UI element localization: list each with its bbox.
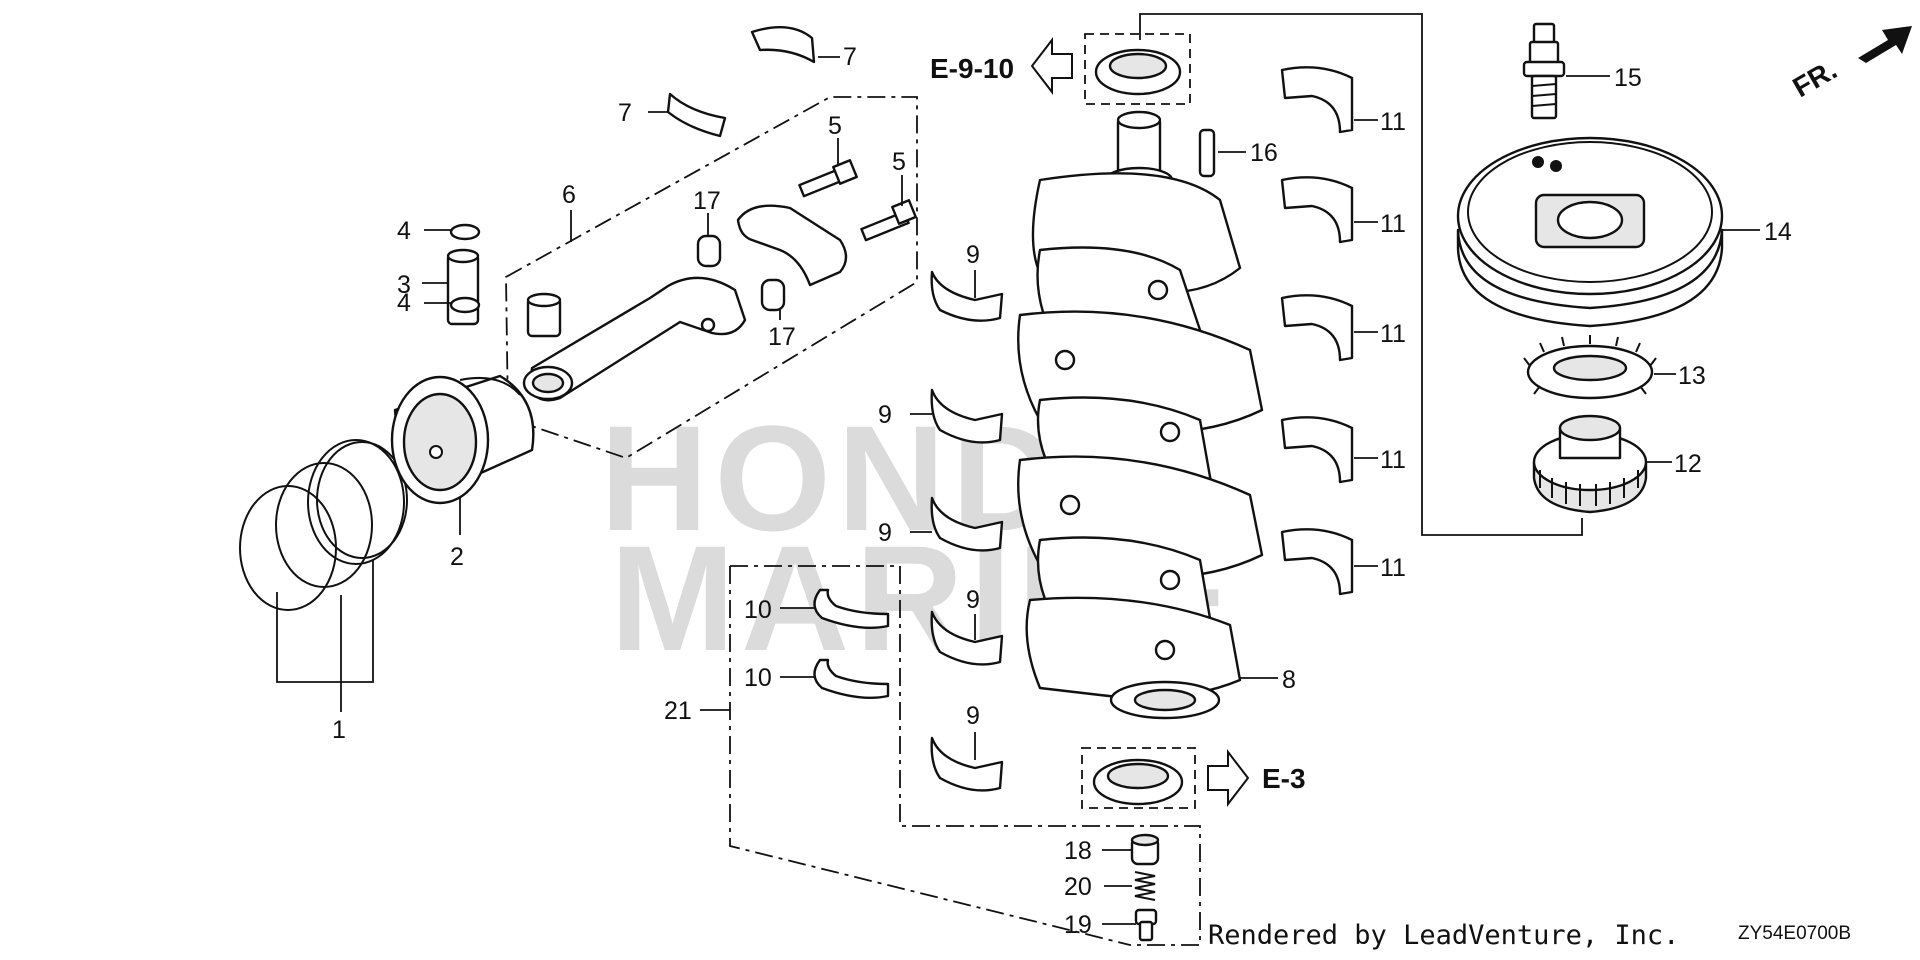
callout-13: 13: [1678, 362, 1706, 390]
callout-4b: 4: [397, 289, 411, 317]
callout-15: 15: [1614, 64, 1642, 92]
callout-18: 18: [1064, 837, 1092, 865]
bearing-set-group-box-left: [729, 566, 1131, 946]
dowel-pin-a: [696, 234, 722, 268]
piston-rings: [239, 439, 408, 611]
callout-12: 12: [1674, 450, 1702, 478]
reference-arrow-upper-icon: [1030, 37, 1073, 95]
ring-set-leader: [276, 560, 374, 683]
reference-lower: E-3: [1262, 763, 1306, 794]
callout-1: 1: [332, 716, 346, 744]
front-indicator-label: FR.: [1788, 54, 1843, 103]
footer-credit: Rendered by LeadVenture, Inc.: [1208, 920, 1680, 951]
callout-19: 19: [1064, 911, 1092, 939]
front-direction-arrow: FR.: [1788, 26, 1912, 103]
flywheel-bolt: [1522, 22, 1566, 120]
dowel-pin-b: [760, 278, 786, 312]
upper-bearings: [1280, 66, 1354, 596]
callout-11d: 11: [1380, 446, 1406, 474]
crankshaft-key: [1198, 128, 1216, 178]
callout-20: 20: [1064, 873, 1092, 901]
rod-bearing-b: [666, 92, 727, 138]
callout-17a: 17: [693, 187, 721, 215]
callout-9d: 9: [966, 586, 980, 614]
callout-11a: 11: [1380, 108, 1406, 136]
reference-upper: E-9-10: [930, 53, 1014, 84]
callout-3: 3: [397, 271, 411, 299]
callout-11b: 11: [1380, 210, 1406, 238]
piston-pin-clip-bottom: [449, 296, 481, 314]
callout-2: 2: [450, 543, 464, 571]
callout-11e: 11: [1380, 554, 1406, 582]
thrust-washer-b: [813, 658, 890, 699]
lower-oil-seal-box: [1081, 747, 1196, 809]
bearing-set-group-box: [730, 565, 1201, 946]
sensor-ring: [1523, 335, 1657, 400]
callout-6: 6: [562, 181, 576, 209]
callout-14: 14: [1764, 218, 1792, 246]
thrust-washer-a: [813, 588, 890, 629]
lower-oil-seal: [1092, 758, 1184, 806]
callout-4a: 4: [397, 217, 411, 245]
main-bearings: [930, 270, 1004, 792]
relief-valve-bolt: [1134, 908, 1158, 942]
rod-bolt-b: [860, 199, 917, 242]
timing-gear: [1532, 414, 1648, 514]
flywheel: [1456, 136, 1724, 328]
callout-8: 8: [1282, 666, 1296, 694]
callout-9e: 9: [966, 702, 980, 730]
callout-5a: 5: [828, 112, 842, 140]
callout-10b: 10: [744, 664, 772, 692]
rod-cap: [736, 204, 848, 287]
front-arrow-icon: [1858, 26, 1912, 63]
callout-17b: 17: [768, 323, 796, 351]
connecting-rod: [522, 276, 747, 402]
rod-bolt-a: [798, 159, 858, 198]
callout-16: 16: [1250, 139, 1278, 167]
relief-valve-spring: [1134, 871, 1156, 901]
timing-group-bracket: [1139, 13, 1583, 536]
callout-21: 21: [664, 697, 692, 725]
reference-arrow-lower-icon: [1207, 749, 1250, 807]
callout-7a: 7: [843, 43, 857, 71]
callout-9c: 9: [878, 519, 892, 547]
piston-pin-clip-top: [449, 223, 481, 241]
callout-9a: 9: [966, 241, 980, 269]
upper-oil-seal: [1094, 48, 1182, 96]
callout-11c: 11: [1380, 320, 1406, 348]
callout-5b: 5: [892, 148, 906, 176]
piston: [390, 374, 535, 505]
callout-10a: 10: [744, 596, 772, 624]
crankshaft: [1017, 110, 1264, 720]
callout-7b: 7: [618, 99, 632, 127]
diagram-code: ZY54E0700B: [1738, 923, 1852, 944]
callout-9b: 9: [878, 401, 892, 429]
rod-bearing-a: [750, 26, 816, 64]
relief-valve-cap: [1130, 833, 1160, 866]
upper-oil-seal-box: [1084, 33, 1191, 105]
